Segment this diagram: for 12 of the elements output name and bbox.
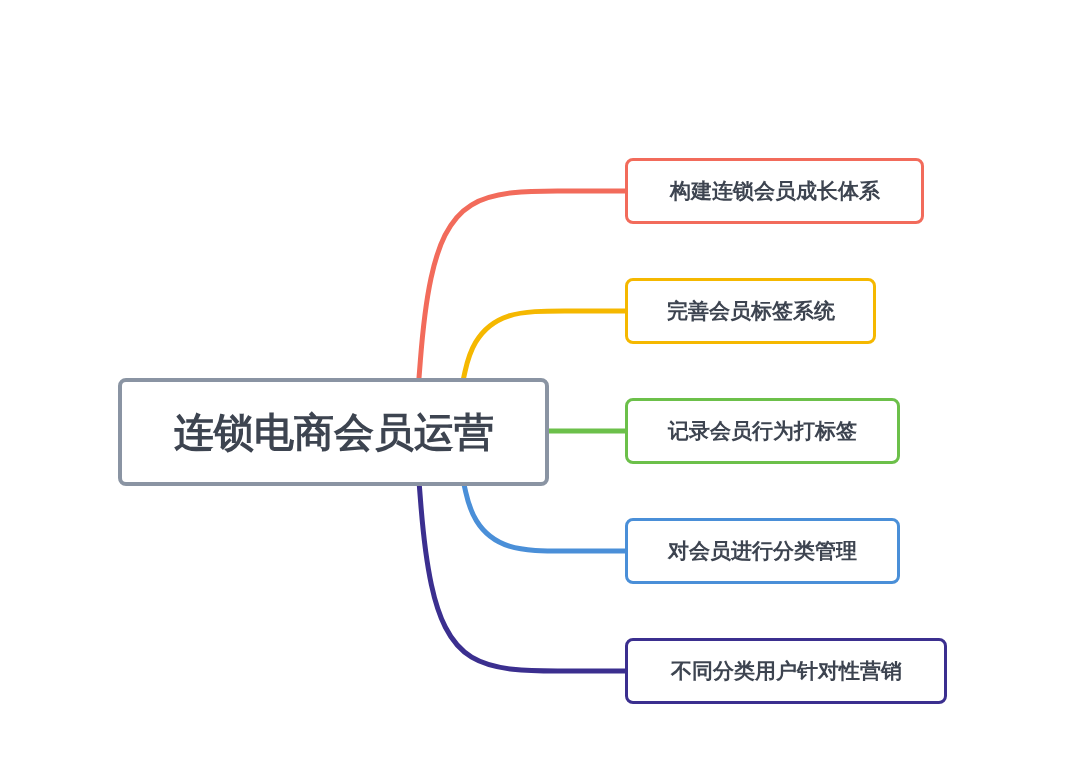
branch-topic-text: 对会员进行分类管理 xyxy=(668,538,857,565)
branch-topic-box xyxy=(625,398,900,464)
branch-topic-text: 构建连锁会员成长体系 xyxy=(669,178,880,205)
central-topic-box xyxy=(118,378,549,486)
branch-topic-text: 记录会员行为打标签 xyxy=(668,418,857,445)
branch-topic-box xyxy=(625,278,876,344)
branch-topic-text: 不同分类用户针对性营销 xyxy=(670,658,902,685)
branch-topic-box xyxy=(625,638,947,704)
branch-topic-text: 完善会员标签系统 xyxy=(666,298,835,325)
branch-topic-box xyxy=(625,518,900,584)
central-topic-text: 连锁电商会员运营 xyxy=(173,407,494,457)
branch-topic-box xyxy=(625,158,924,224)
